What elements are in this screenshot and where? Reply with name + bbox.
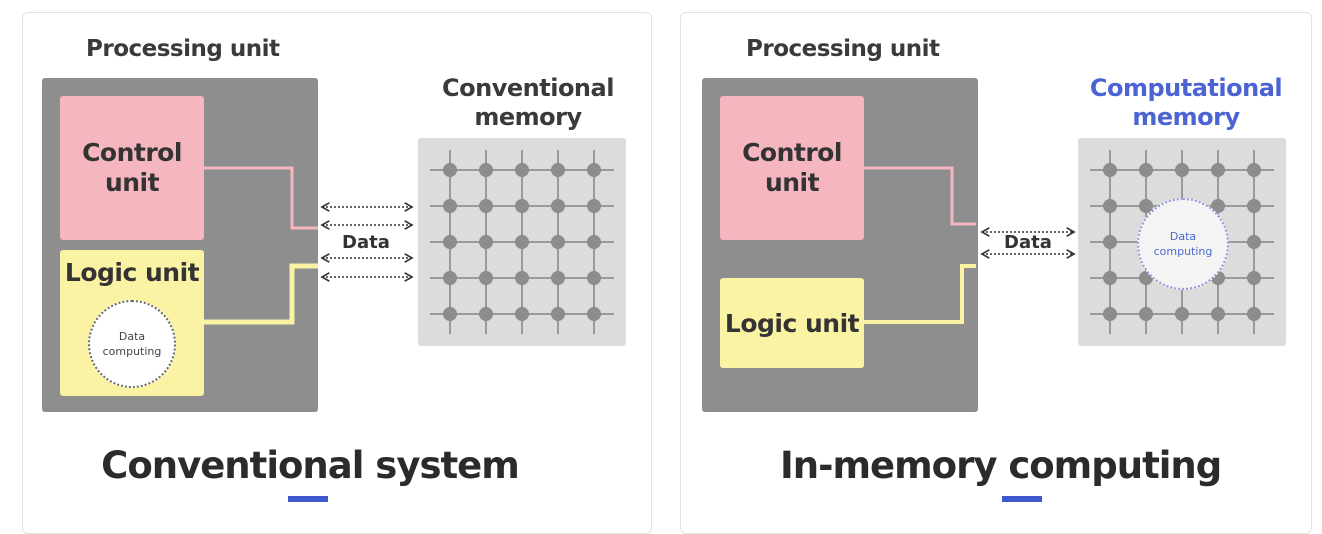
memory-cell-node [443, 163, 457, 177]
memory-cell-node [587, 235, 601, 249]
data-computing-circle-conventional: Data computing [88, 300, 176, 388]
accent-bar-in-memory [1002, 496, 1042, 502]
memory-cell-node [443, 235, 457, 249]
memory-cell-node [443, 307, 457, 321]
memory-cell-node [1247, 235, 1261, 249]
memory-cell-node [587, 163, 601, 177]
memory-cell-node [551, 163, 565, 177]
memory-label-conventional: Conventional memory [432, 74, 624, 132]
diagram-stage: Processing unit Control unit Logic unit … [22, 12, 1312, 534]
logic-unit-in-memory: Logic unit [720, 278, 864, 368]
processing-unit-label-conventional: Processing unit [86, 36, 280, 62]
memory-cell-node [551, 235, 565, 249]
logic-unit-label-conventional: Logic unit [64, 258, 200, 287]
data-label-conventional: Data [342, 232, 390, 253]
memory-label-text-conventional: Conventional memory [442, 74, 614, 131]
memory-cell-node [1139, 163, 1153, 177]
memory-cell-node [443, 199, 457, 213]
memory-cell-node [1211, 163, 1225, 177]
control-unit-label-conventional: Control unit [82, 138, 182, 197]
diagram-lines-overlay [204, 150, 1274, 334]
memory-cell-node [1103, 235, 1117, 249]
memory-cell-node [1103, 307, 1117, 321]
memory-label-in-memory: Computational memory [1086, 74, 1286, 132]
memory-cell-node [479, 163, 493, 177]
control-unit-wire-in-memory [864, 166, 976, 226]
memory-cell-node [587, 199, 601, 213]
memory-cell-node [1139, 199, 1153, 213]
memory-grid-conventional [430, 150, 614, 334]
memory-cell-node [551, 271, 565, 285]
data-computing-label-conventional: Data computing [102, 330, 162, 358]
memory-cell-node [1247, 199, 1261, 213]
logic-unit-label-in-memory: Logic unit [724, 308, 860, 338]
memory-cell-node [479, 235, 493, 249]
memory-cell-node [587, 307, 601, 321]
memory-cell-node [515, 271, 529, 285]
conventional-system-title: Conventional system [101, 444, 520, 487]
memory-cell-node [1247, 271, 1261, 285]
data-arrows-conventional [320, 202, 414, 282]
memory-cell-node [1103, 199, 1117, 213]
data-computing-circle-in-memory: Data computing [1137, 198, 1229, 290]
memory-cell-node [551, 199, 565, 213]
memory-cell-node [515, 307, 529, 321]
data-arrows-in-memory [980, 227, 1076, 259]
logic-unit-wire-conventional [204, 263, 318, 325]
memory-cell-node [551, 307, 565, 321]
memory-cell-node [1247, 163, 1261, 177]
memory-cell-node [515, 235, 529, 249]
memory-cell-node [1175, 163, 1189, 177]
memory-cell-node [587, 271, 601, 285]
logic-unit-wire-in-memory [864, 264, 976, 324]
memory-cell-node [1103, 163, 1117, 177]
memory-label-text-in-memory: Computational memory [1089, 74, 1283, 131]
memory-cell-node [443, 271, 457, 285]
memory-cell-node [1247, 307, 1261, 321]
control-unit-label-in-memory: Control unit [742, 138, 842, 197]
accent-bar-conventional [288, 496, 328, 502]
data-computing-label-in-memory: Data computing [1153, 230, 1213, 258]
memory-cell-node [1175, 307, 1189, 321]
memory-cell-node [1139, 307, 1153, 321]
memory-cell-node [515, 163, 529, 177]
data-label-in-memory: Data [1004, 232, 1052, 253]
memory-cell-node [479, 307, 493, 321]
memory-cell-node [1103, 271, 1117, 285]
control-unit-in-memory: Control unit [720, 96, 864, 240]
control-unit-conventional: Control unit [60, 96, 204, 240]
memory-cell-node [479, 199, 493, 213]
memory-cell-node [1211, 307, 1225, 321]
in-memory-computing-title: In-memory computing [780, 444, 1222, 487]
memory-cell-node [479, 271, 493, 285]
control-unit-wire-conventional [204, 166, 318, 230]
logic-unit-conventional: Logic unit Data computing [60, 250, 204, 396]
processing-unit-label-in-memory: Processing unit [746, 36, 940, 62]
memory-cell-node [515, 199, 529, 213]
